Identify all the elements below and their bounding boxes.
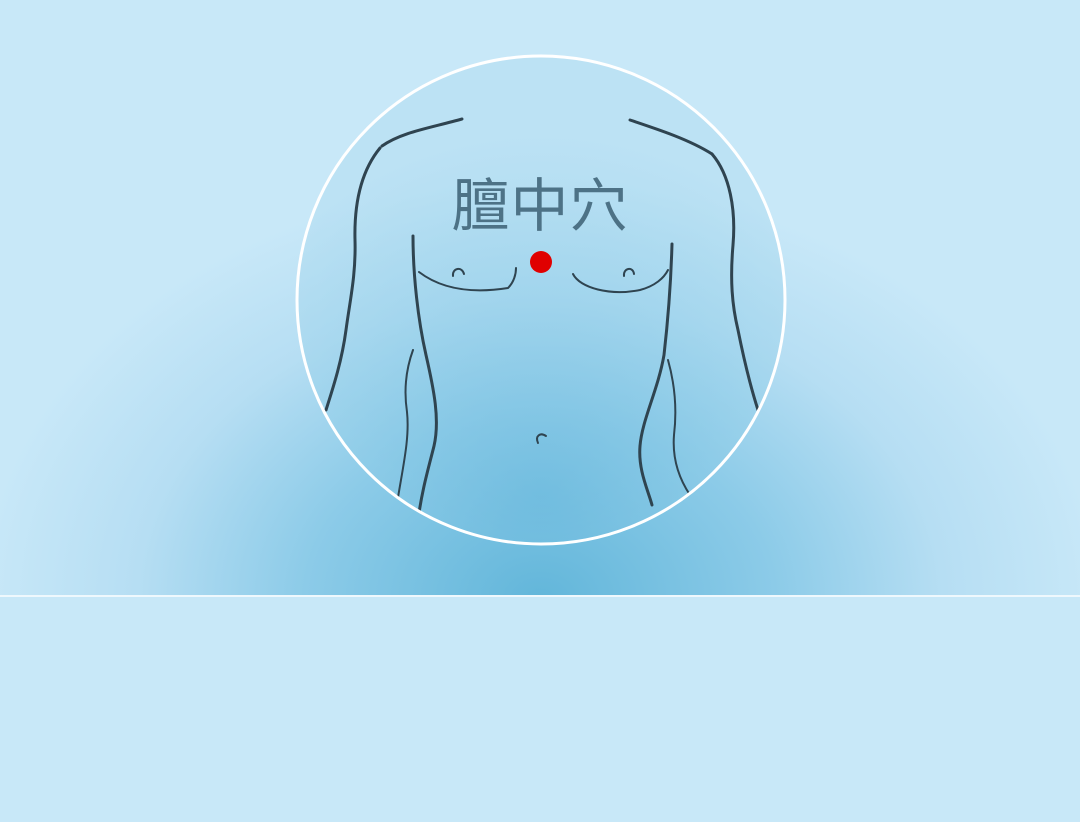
lower-panel — [0, 597, 1080, 822]
torso-illustration — [295, 54, 787, 546]
body-outline — [324, 117, 760, 522]
circle-border — [295, 54, 787, 546]
acupoint-label: 膻中穴 — [451, 172, 629, 240]
panel-divider — [0, 595, 1080, 597]
acupoint-marker — [530, 251, 552, 273]
circle-background — [297, 56, 785, 544]
